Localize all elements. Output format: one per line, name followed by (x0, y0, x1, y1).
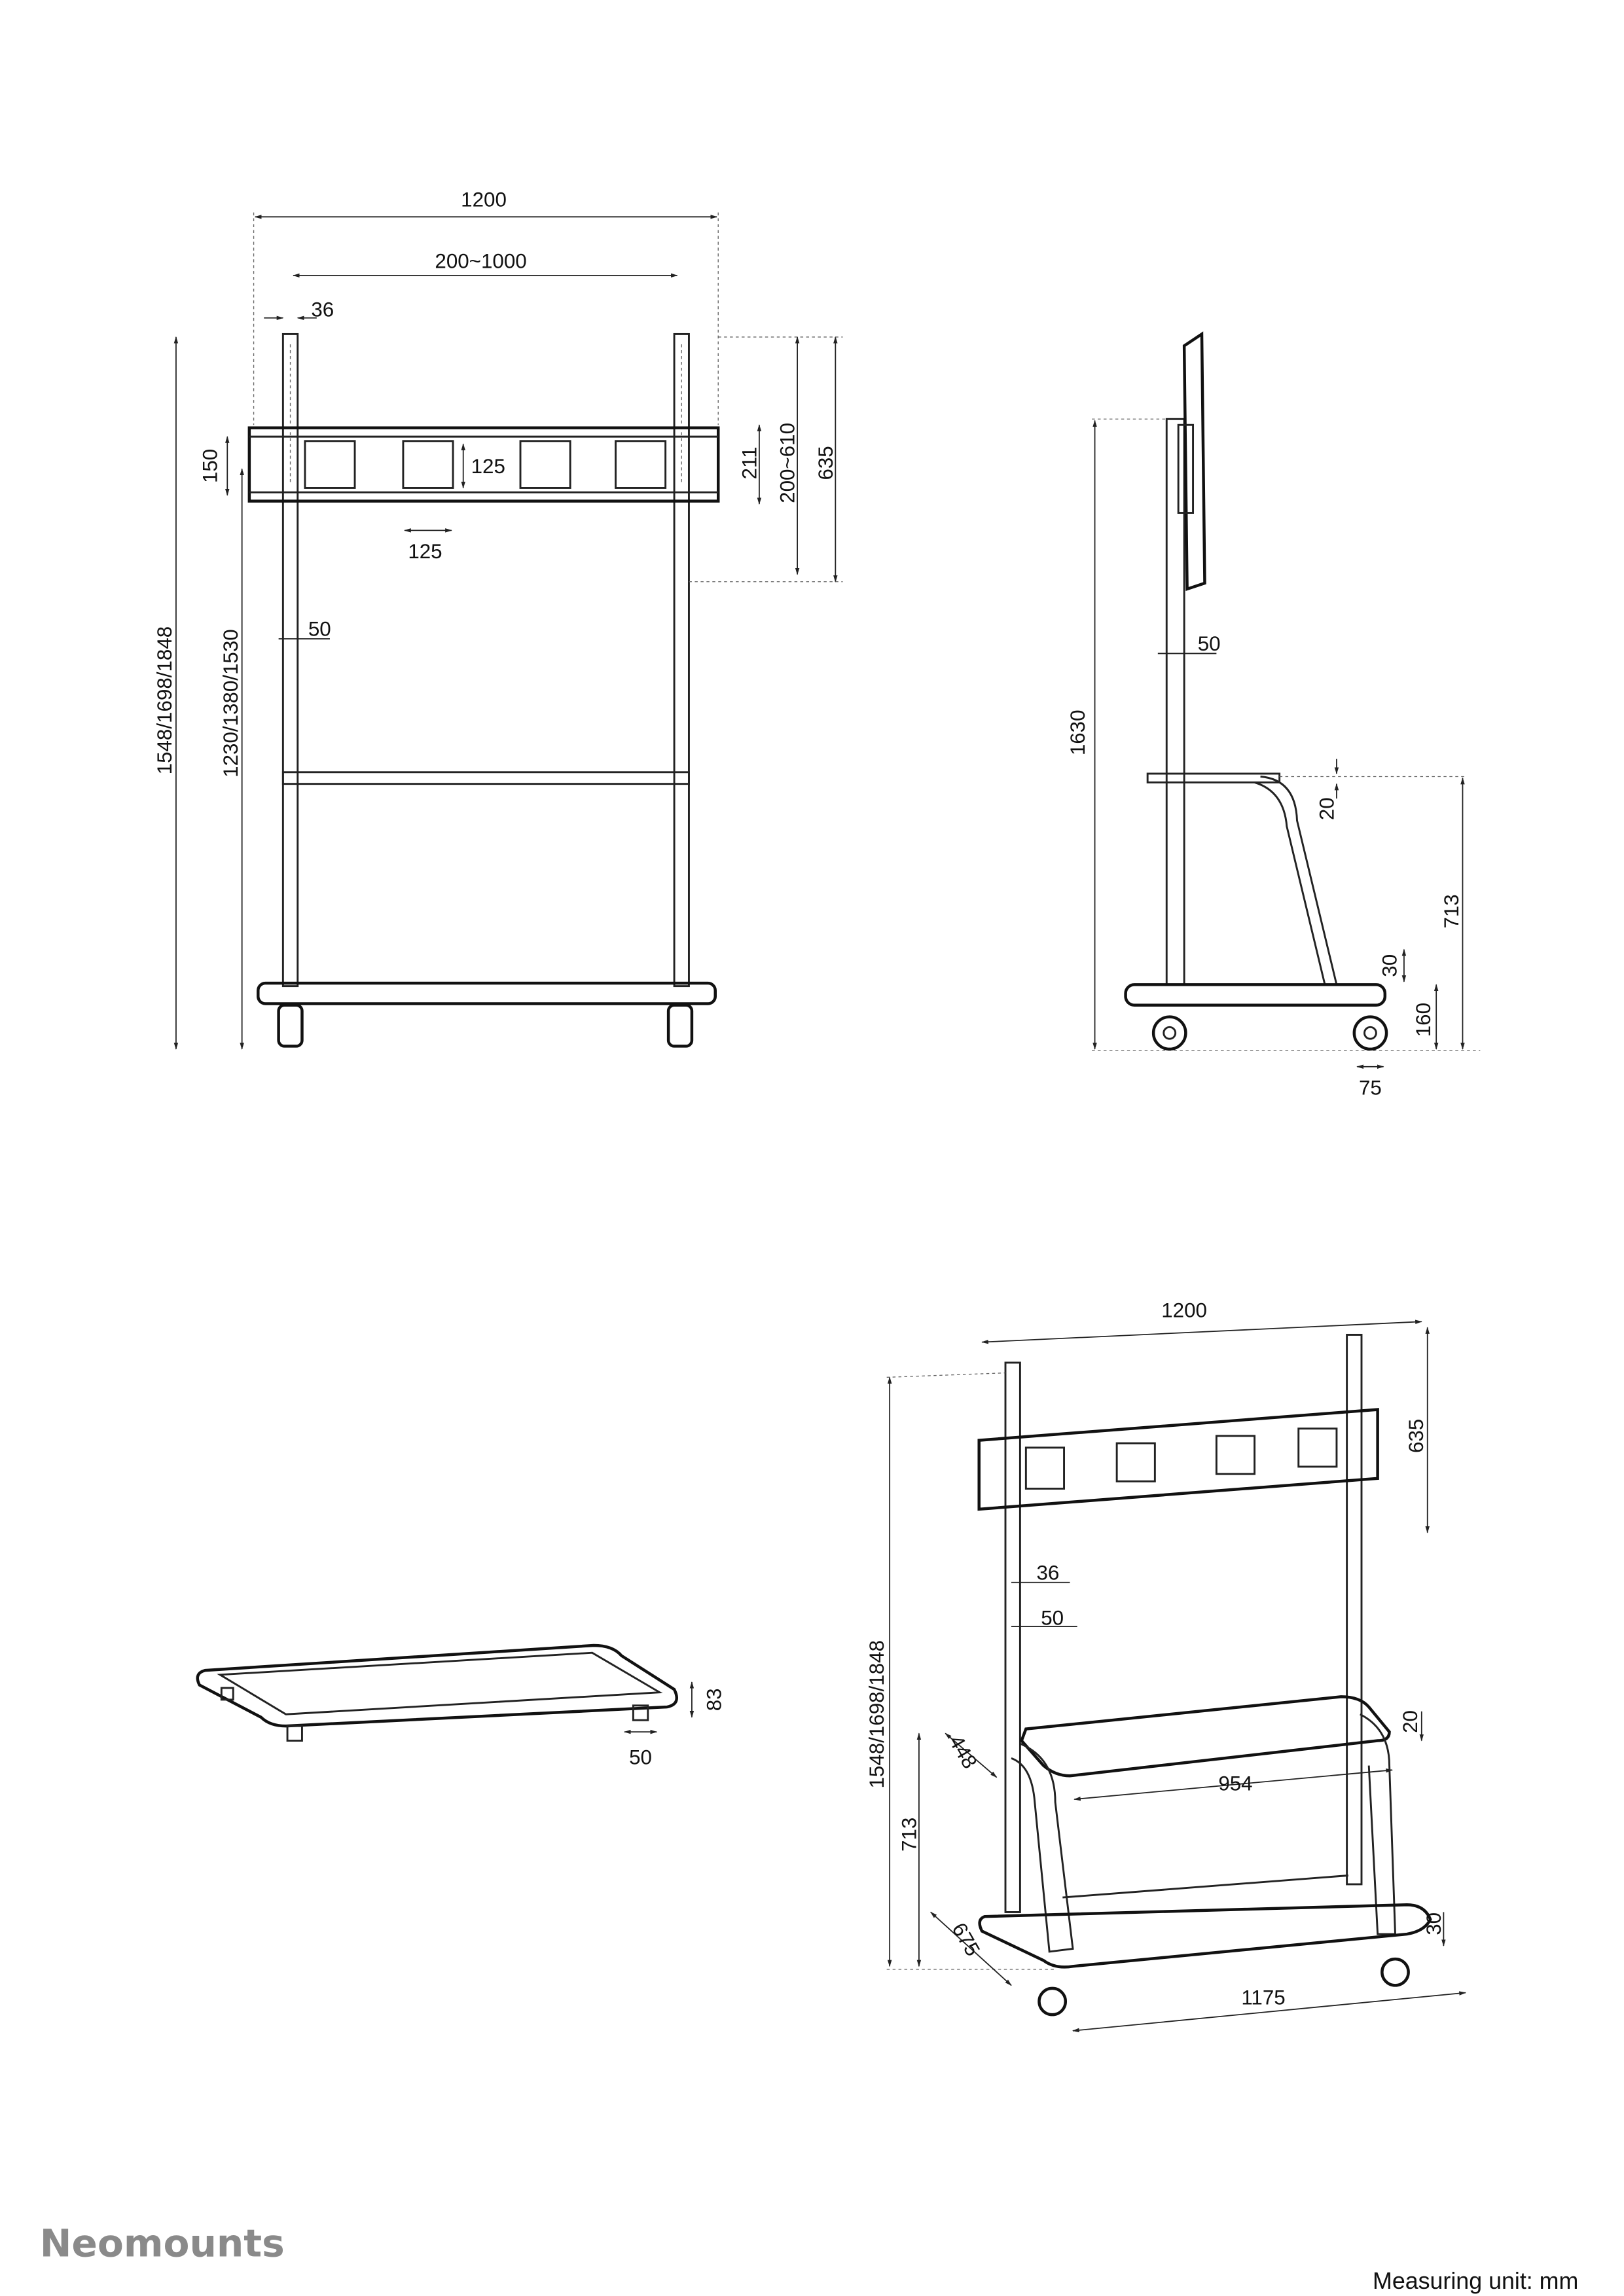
dim-persp-shelf-height: 713 (897, 1818, 920, 1852)
dim-front-left-height: 150 (199, 449, 222, 483)
shelf-view: 83 50 (196, 1643, 726, 1768)
dim-persp-shelf-width: 954 (1218, 1772, 1252, 1795)
dim-persp-shelf-thickness: 20 (1399, 1710, 1422, 1733)
dim-front-center-height: 1230/1380/1530 (219, 629, 242, 778)
dim-persp-upright-top: 635 (1405, 1419, 1428, 1453)
neomounts-logo: Neomounts (40, 2221, 285, 2266)
side-dimensions: 1630 50 20 713 30 160 75 (1066, 418, 1481, 1099)
dim-side-base-thickness: 30 (1379, 954, 1401, 977)
dim-front-plate-width: 125 (408, 540, 442, 563)
dim-front-vesa-height: 200~610 (776, 423, 799, 503)
dim-persp-base-thickness: 30 (1422, 1912, 1445, 1935)
dim-front-plate-height: 125 (471, 455, 505, 478)
perspective-view: 1200 635 36 50 1548/1698/1848 448 954 20… (865, 1299, 1467, 2033)
dim-side-shelf-thickness: 20 (1315, 797, 1338, 820)
dim-front-vesa-width: 200~1000 (435, 250, 526, 273)
dim-front-overall-width: 1200 (461, 188, 507, 211)
dim-persp-width: 1200 (1161, 1299, 1207, 1322)
dim-side-base-height: 160 (1412, 1003, 1435, 1037)
dim-front-total-height: 1548/1698/1848 (153, 626, 176, 775)
dim-side-pole-width: 50 (1198, 632, 1221, 655)
dim-front-upright-width: 36 (311, 298, 334, 321)
dim-shelf-height: 83 (703, 1688, 726, 1711)
dim-side-shelf-height: 713 (1440, 894, 1463, 928)
dim-shelf-foot-width: 50 (629, 1746, 652, 1768)
dim-persp-total-height: 1548/1698/1848 (865, 1640, 888, 1789)
front-dimensions: 1200 200~1000 36 150 125 125 211 200~610… (153, 188, 843, 1050)
measuring-unit-note: Measuring unit: mm (1373, 2268, 1578, 2294)
dim-side-caster-width: 75 (1359, 1076, 1382, 1099)
dim-side-total-height: 1630 (1066, 709, 1089, 755)
front-stand-drawing (247, 332, 720, 1048)
perspective-stand-drawing (977, 1333, 1432, 2017)
side-view: 1630 50 20 713 30 160 75 (1066, 331, 1481, 1099)
perspective-dimensions: 1200 635 36 50 1548/1698/1848 448 954 20… (865, 1299, 1467, 2033)
dim-persp-pole-depth: 50 (1041, 1607, 1064, 1630)
dim-persp-base-width: 1175 (1241, 1986, 1285, 2009)
dim-persp-upright-width: 36 (1036, 1561, 1059, 1584)
dim-front-bracket-height: 211 (738, 446, 761, 479)
front-view: 1200 200~1000 36 150 125 125 211 200~610… (153, 188, 843, 1050)
dim-front-pole-depth: 50 (308, 618, 331, 641)
side-stand-drawing (1124, 331, 1388, 1051)
dim-front-upright-top: 635 (814, 446, 837, 480)
